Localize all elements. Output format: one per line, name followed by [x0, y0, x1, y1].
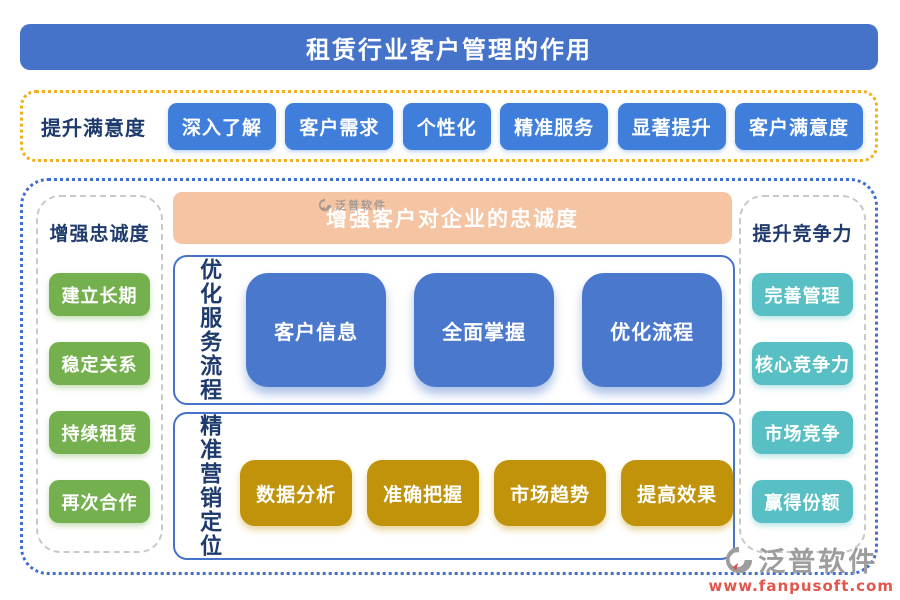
competitiveness-item-win-share: 赢得份额 — [752, 480, 853, 523]
satisfaction-item-deep-understanding: 深入了解 — [168, 102, 277, 150]
marketing-positioning-label: 精准营销定位 — [196, 414, 222, 558]
service-process-box: 优化服务流程 客户信息 全面掌握 优化流程 — [173, 255, 735, 405]
marketing-item-data-analysis: 数据分析 — [240, 460, 353, 526]
fanpu-logo-icon — [318, 198, 332, 212]
satisfaction-item-customer-satisfaction: 客户满意度 — [734, 102, 863, 150]
service-tile-optimize-process: 优化流程 — [582, 273, 723, 387]
fanpu-logo-icon — [726, 546, 753, 573]
loyalty-item-long-term: 建立长期 — [49, 273, 150, 316]
satisfaction-label: 提升满意度 — [41, 115, 146, 140]
fanpu-watermark-brand: 泛普软件 — [758, 547, 879, 578]
competitiveness-column: 提升竞争力 完善管理 核心竞争力 市场竞争 赢得份额 — [739, 195, 866, 553]
loyalty-banner: 泛普软件 增强客户对企业的忠诚度 — [173, 192, 732, 244]
satisfaction-item-significant-improvement: 显著提升 — [617, 102, 726, 150]
service-process-label: 优化服务流程 — [196, 258, 222, 402]
competitiveness-label: 提升竞争力 — [752, 223, 853, 245]
service-tiles: 客户信息 全面掌握 优化流程 — [246, 273, 723, 387]
main-section-border — [20, 178, 878, 575]
fanpu-watermark: 泛普软件 www.fanpusoft.com — [708, 540, 894, 595]
loyalty-banner-text: 增强客户对企业的忠诚度 — [326, 207, 579, 231]
marketing-item-market-trend: 市场趋势 — [494, 460, 607, 526]
diagram-title: 租赁行业客户管理的作用 — [306, 35, 592, 64]
loyalty-item-repeat-cooperation: 再次合作 — [49, 480, 150, 523]
satisfaction-button-row: 深入了解 客户需求 个性化 精准服务 显著提升 客户满意度 — [168, 102, 863, 150]
loyalty-item-continuous-rental: 持续租赁 — [49, 411, 150, 454]
marketing-item-accurate-grasp: 准确把握 — [367, 460, 480, 526]
satisfaction-item-personalization: 个性化 — [402, 102, 491, 150]
satisfaction-section: 提升满意度 深入了解 客户需求 个性化 精准服务 显著提升 客户满意度 — [20, 90, 878, 162]
competitiveness-item-market-competition: 市场竞争 — [752, 411, 853, 454]
satisfaction-item-customer-needs: 客户需求 — [285, 102, 394, 150]
banner-watermark-text: 泛普软件 — [335, 199, 387, 212]
competitiveness-item-improve-management: 完善管理 — [752, 273, 853, 316]
banner-watermark: 泛普软件 — [318, 197, 387, 213]
loyalty-column: 增强忠诚度 建立长期 稳定关系 持续租赁 再次合作 — [36, 195, 163, 553]
service-tile-full-grasp: 全面掌握 — [414, 273, 555, 387]
fanpu-watermark-url: www.fanpusoft.com — [708, 577, 894, 595]
diagram-title-bar: 租赁行业客户管理的作用 — [20, 24, 878, 70]
fanpu-watermark-brand-row: 泛普软件 — [724, 540, 878, 579]
loyalty-item-stable-relationship: 稳定关系 — [49, 342, 150, 385]
service-tile-customer-info: 客户信息 — [246, 273, 387, 387]
competitiveness-item-core-competitiveness: 核心竞争力 — [752, 342, 853, 385]
marketing-positioning-box: 精准营销定位 数据分析 准确把握 市场趋势 提高效果 — [173, 412, 735, 560]
marketing-buttons: 数据分析 准确把握 市场趋势 提高效果 — [240, 460, 734, 526]
marketing-item-improve-effect: 提高效果 — [621, 460, 734, 526]
satisfaction-item-precise-service: 精准服务 — [500, 102, 609, 150]
loyalty-label: 增强忠诚度 — [49, 223, 150, 245]
